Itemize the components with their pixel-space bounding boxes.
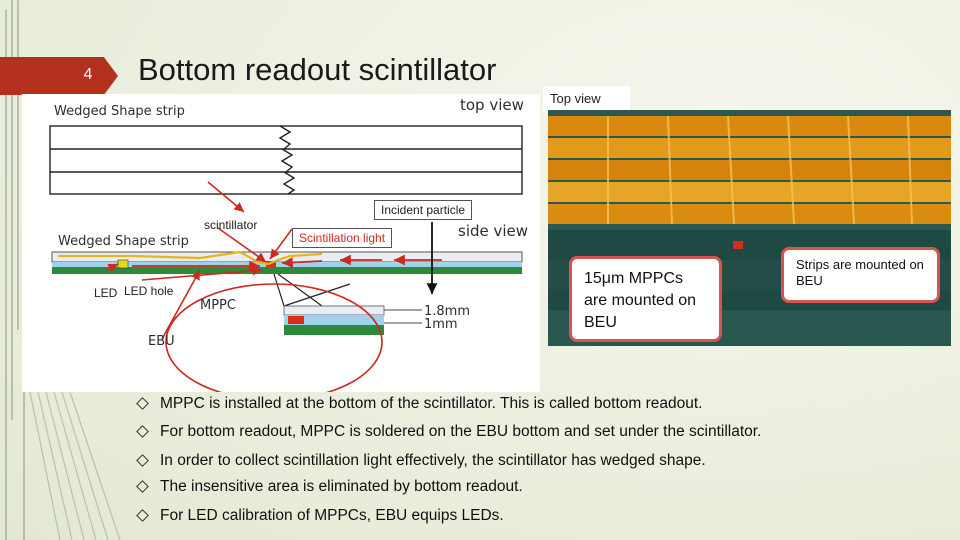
incident-particle-box: Incident particle <box>374 200 473 220</box>
led-hole-label: LED hole <box>124 284 174 298</box>
led-label: LED <box>94 286 118 300</box>
strips-callout: Strips are mounted on BEU <box>781 247 940 303</box>
strips-callout-text: Strips are mounted on BEU <box>796 257 924 288</box>
bullet-text: The insensitive area is eliminated by bo… <box>160 478 523 495</box>
slide-number-tab <box>0 57 118 95</box>
scintillator-diagram: Wedged Shape strip top view scintillator… <box>22 94 540 392</box>
mppc-callout-text: 15μm MPPCs are mounted on BEU <box>584 270 697 331</box>
top-heading: Wedged Shape strip <box>54 104 185 119</box>
bullet-item: In order to collect scintillation light … <box>136 452 706 470</box>
slide-title: Bottom readout scintillator <box>138 52 497 87</box>
bullet-item: For LED calibration of MPPCs, EBU equips… <box>136 507 504 525</box>
bullet-text: For bottom readout, MPPC is soldered on … <box>160 423 762 440</box>
scintillator-label: scintillator <box>204 218 258 232</box>
slide-number: 4 <box>83 66 93 83</box>
ebu-label: EBU <box>148 334 175 349</box>
mppc-label: MPPC <box>200 298 236 313</box>
diamond-bullet-icon <box>136 509 149 522</box>
diagram-drawing <box>49 125 523 392</box>
top-view-strips <box>49 125 523 195</box>
diamond-bullet-icon <box>136 397 149 410</box>
bullet-text: For LED calibration of MPPCs, EBU equips… <box>160 507 504 524</box>
mppc-callout: 15μm MPPCs are mounted on BEU <box>569 256 722 342</box>
bullet-text: MPPC is installed at the bottom of the s… <box>160 395 703 412</box>
photo-top-view-label: Top view <box>543 86 630 111</box>
bullet-item: The insensitive area is eliminated by bo… <box>136 478 523 496</box>
side-heading: Wedged Shape strip <box>58 234 189 249</box>
diamond-bullet-icon <box>136 480 149 493</box>
dimension-1-8mm: 1.8mm <box>424 304 471 319</box>
bullet-item: For bottom readout, MPPC is soldered on … <box>136 423 762 441</box>
diamond-bullet-icon <box>136 454 149 467</box>
bullet-item: MPPC is installed at the bottom of the s… <box>136 395 703 413</box>
dimension-1mm: 1mm <box>424 317 458 332</box>
diamond-bullet-icon <box>136 425 149 438</box>
mppc-zoom-inset <box>283 305 422 335</box>
top-view-label: top view <box>460 96 524 114</box>
side-view-label: side view <box>458 222 529 240</box>
scintillation-light-box: Scintillation light <box>292 228 393 248</box>
bullet-text: In order to collect scintillation light … <box>160 452 706 469</box>
